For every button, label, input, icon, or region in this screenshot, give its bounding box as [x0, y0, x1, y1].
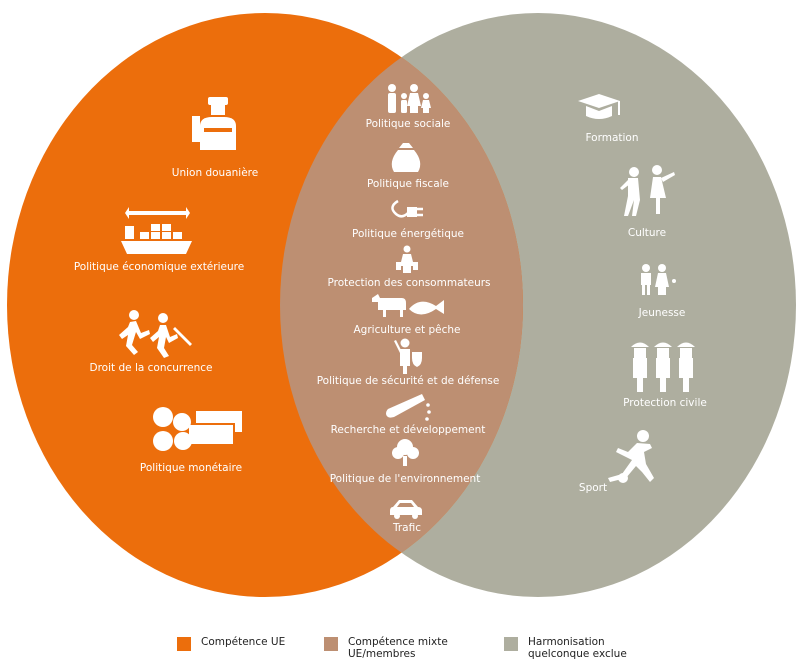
label-politique-economique-exterieure: Politique économique extérieure: [73, 261, 245, 273]
coins-banknotes-icon: [153, 407, 242, 451]
label-protection-civile: Protection civile: [623, 397, 707, 409]
children-icon: [641, 264, 676, 295]
shopper-icon: [396, 245, 418, 273]
legend-item-mixed: Compétence mixte UE/membres: [324, 636, 448, 660]
legend-label-eu: Compétence UE: [201, 636, 286, 648]
graduation-cap-icon: [578, 94, 620, 119]
label-politique-energetique: Politique énergétique: [351, 228, 465, 240]
legend-swatch-mixed: [324, 637, 338, 651]
money-bag-icon: [391, 143, 421, 172]
tree-icon: [392, 439, 419, 466]
family-icon: [388, 84, 431, 113]
customs-officer-icon: [192, 97, 236, 150]
test-tube-icon: [386, 394, 431, 421]
label-trafic: Trafic: [392, 522, 422, 534]
label-jeunesse: Jeunesse: [638, 307, 686, 319]
label-protection-des-consommateurs: Protection des consommateurs: [327, 277, 491, 289]
legend-swatch-eu: [177, 637, 191, 651]
power-plug-icon: [391, 199, 423, 218]
label-politique-de-securite-et-de-defense: Politique de sécurité et de défense: [316, 375, 500, 387]
legend-label-mixed: Compétence mixte UE/membres: [348, 636, 448, 660]
football-player-icon: [608, 430, 654, 483]
label-politique-sociale: Politique sociale: [365, 118, 451, 130]
label-politique-de-l-environnement: Politique de l'environnement: [329, 473, 481, 485]
label-politique-fiscale: Politique fiscale: [366, 178, 450, 190]
competitors-icon: [119, 310, 192, 358]
cargo-ship-icon: [121, 207, 192, 254]
legend-label-member: Harmonisation quelconque exclue: [528, 636, 627, 660]
legend-swatch-member: [504, 637, 518, 651]
label-recherche-et-developpement: Recherche et développement: [330, 424, 486, 436]
soldier-shield-icon: [394, 338, 422, 374]
label-droit-de-la-concurrence: Droit de la concurrence: [89, 362, 213, 374]
dancers-icon: [620, 165, 675, 216]
label-culture: Culture: [627, 227, 667, 239]
car-icon: [390, 500, 422, 519]
label-agriculture-et-peche: Agriculture et pêche: [353, 324, 461, 336]
firefighters-icon: [631, 342, 695, 392]
label-formation: Formation: [585, 132, 639, 144]
legend-item-member: Harmonisation quelconque exclue: [504, 636, 627, 660]
legend-item-eu: Compétence UE: [177, 636, 285, 651]
label-union-douaniere: Union douanière: [171, 167, 259, 179]
label-sport: Sport: [578, 482, 608, 494]
cow-fish-icon: [372, 294, 444, 317]
label-politique-monetaire: Politique monétaire: [139, 462, 243, 474]
